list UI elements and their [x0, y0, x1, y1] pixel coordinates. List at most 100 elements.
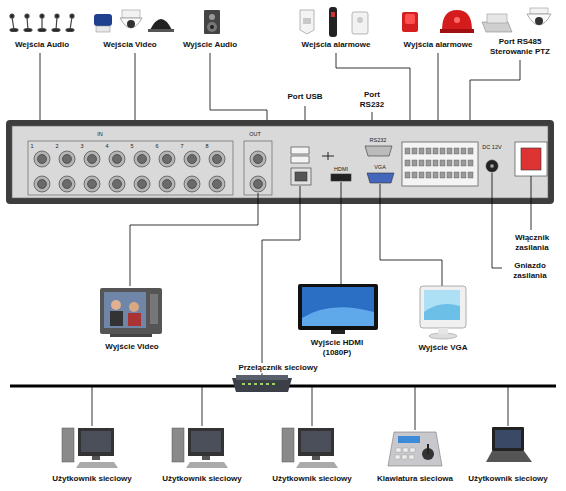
bnc-connectors — [88, 155, 97, 164]
ptz-icons — [487, 14, 507, 23]
dvr-rear-panel — [6, 120, 554, 204]
port-label: Port USB — [286, 92, 323, 102]
camera-icons — [94, 14, 112, 26]
device-caption: Klawiatura sieciowa — [376, 474, 454, 484]
computer-icons — [62, 428, 74, 462]
network-keyboard-icon — [398, 436, 420, 443]
bnc-connectors — [163, 155, 172, 164]
connector-label: DC 12V — [482, 144, 501, 150]
alarm-sensor-icons — [300, 7, 368, 37]
panel-ports — [291, 147, 309, 154]
tv-icon — [298, 284, 378, 330]
bnc-connectors — [159, 176, 175, 192]
crt-monitor-icon — [129, 302, 139, 312]
port-label: Port RS485 Sterowanie PTZ — [481, 37, 559, 57]
tv-icon — [302, 287, 374, 326]
microphone-icons — [41, 17, 42, 30]
ptz-icons — [530, 8, 548, 14]
microphone-icons — [10, 14, 74, 32]
panel-ports — [461, 160, 466, 166]
panel-ports — [405, 148, 473, 178]
output-label: Wyjście Audio — [182, 40, 238, 50]
camera-icons — [127, 20, 135, 28]
speaker-icon — [209, 14, 215, 20]
panel-ports — [322, 152, 334, 160]
laptop-icon — [495, 430, 521, 448]
bnc-connectors — [209, 151, 225, 167]
vga-monitor-icon — [420, 286, 466, 328]
bnc-connectors — [213, 155, 222, 164]
network-keyboard-icon — [388, 432, 442, 466]
bnc-connectors — [113, 155, 122, 164]
connector-label: HDMI — [334, 166, 348, 172]
dvr-rear-panel — [6, 120, 554, 204]
network-switch-icon — [242, 383, 245, 385]
siren-icons — [454, 17, 460, 23]
panel-ports — [440, 148, 445, 154]
network-keyboard-icon — [395, 448, 415, 459]
crt-monitor-icon — [104, 292, 146, 328]
output-label: Wyjścia alarmowe — [403, 40, 474, 50]
dvr-rear-panel — [244, 141, 272, 195]
panel-ports — [486, 160, 498, 172]
channel-number: 7 — [180, 143, 183, 149]
siren-icons — [405, 14, 415, 24]
crt-monitor-icon — [110, 311, 123, 326]
leader-lines — [130, 173, 531, 375]
network-keyboard-icon — [388, 432, 442, 466]
leader-lines — [262, 186, 300, 375]
computer-icons — [172, 428, 228, 468]
network-keyboard-icon — [427, 444, 429, 454]
microphone-icons — [55, 14, 59, 18]
panel-ports — [331, 174, 351, 181]
panel-ports — [490, 164, 494, 168]
network-keyboard-icon — [396, 448, 401, 452]
bnc-connectors — [250, 176, 266, 192]
panel-ports — [295, 172, 307, 181]
computer-icons — [62, 428, 338, 468]
network-bus — [508, 386, 509, 426]
panel-ports — [405, 160, 410, 166]
network-bus — [10, 386, 556, 430]
microphone-icons — [27, 17, 28, 30]
bnc-connectors — [184, 151, 200, 167]
computer-icons — [282, 428, 294, 462]
computer-icons — [312, 456, 320, 460]
bnc-connectors — [109, 151, 125, 167]
siren-icons — [402, 12, 418, 32]
alarm-sensor-icons — [329, 7, 337, 37]
vga-monitor-icon — [424, 304, 460, 320]
panel-ports — [468, 148, 473, 154]
bnc-connectors — [254, 180, 263, 189]
siren-icons — [442, 10, 472, 30]
bnc-connectors — [163, 180, 172, 189]
panel-ports — [521, 148, 541, 170]
microphone-icons — [12, 17, 14, 30]
tv-icon — [298, 284, 378, 334]
bnc-connectors — [113, 180, 122, 189]
bnc-connectors — [34, 151, 266, 192]
network-switch-icon — [260, 383, 263, 385]
laptop-icon — [492, 427, 524, 451]
crt-monitor-icon — [150, 294, 158, 324]
crt-monitor-icon — [128, 313, 141, 326]
dvr-rear-panel — [28, 141, 233, 195]
network-switch-icon — [266, 383, 269, 385]
device-caption: Użytkownik sieciowy — [467, 474, 549, 484]
panel-ports — [454, 172, 459, 178]
device-caption: Gniazdo zasilania — [504, 261, 556, 281]
vga-monitor-icon — [420, 286, 466, 339]
computer-icons — [81, 431, 111, 452]
network-bus — [312, 386, 313, 426]
network-keyboard-icon — [395, 455, 400, 459]
panel-ports — [447, 148, 452, 154]
camera-icons — [120, 18, 142, 28]
channel-number: 4 — [105, 143, 108, 149]
microphone-icons — [10, 14, 14, 18]
panel-ports — [468, 160, 473, 166]
computer-icons — [188, 428, 224, 456]
bnc-connectors — [254, 155, 263, 164]
bnc-connectors — [109, 176, 125, 192]
speaker-icon — [210, 25, 214, 29]
computer-icons — [301, 431, 331, 452]
